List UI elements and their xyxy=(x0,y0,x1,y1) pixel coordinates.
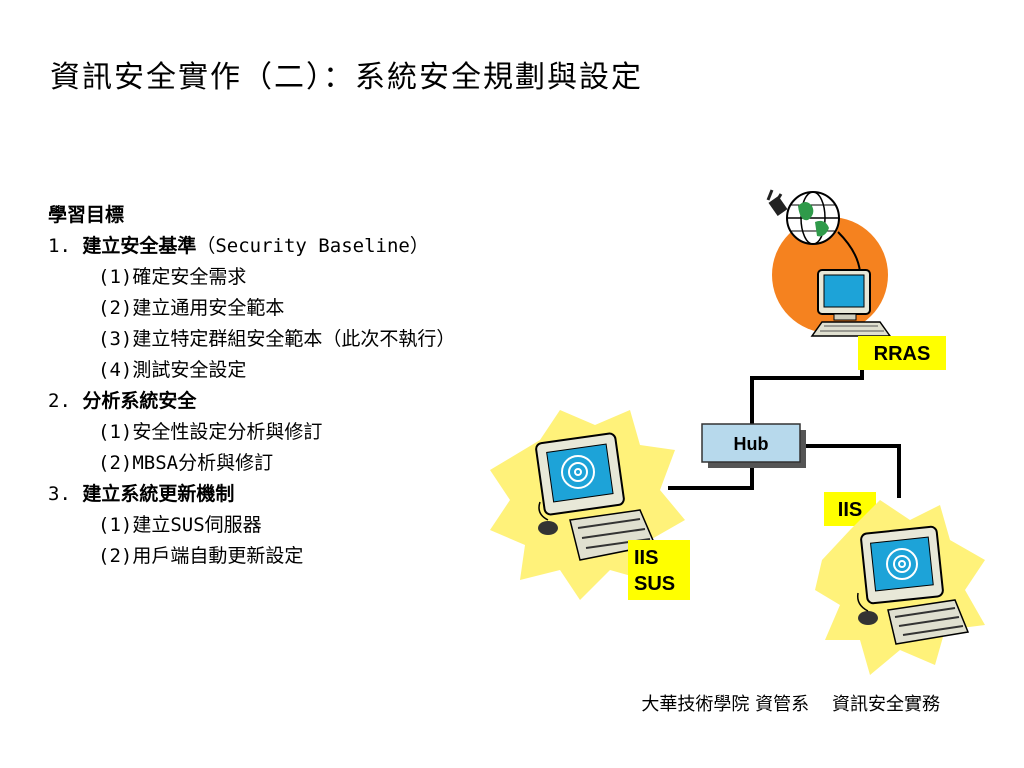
list-item: (2)MBSA分析與修訂 xyxy=(98,452,274,474)
section-label: 分析系統安全 xyxy=(82,390,197,412)
hub-label: Hub xyxy=(734,434,769,454)
at-sign-icon xyxy=(561,455,595,489)
plug-icon xyxy=(766,189,861,273)
iis-sus-label-line2: SUS xyxy=(634,573,675,595)
iis-sus-label-box: IIS SUS xyxy=(628,540,690,600)
section-1: 1. 建立安全基準（Security Baseline） xyxy=(48,231,455,262)
mouse-icon xyxy=(538,521,558,535)
cable-rras-hub xyxy=(750,340,864,426)
learning-objectives: 學習目標 1. 建立安全基準（Security Baseline） (1)確定安… xyxy=(48,200,455,572)
rras-label-box: RRAS xyxy=(858,336,946,370)
section-label: 建立系統更新機制 xyxy=(82,483,235,505)
globe-icon xyxy=(786,191,840,245)
monitor-icon xyxy=(810,269,892,337)
footer-school: 大華技術學院 xyxy=(641,694,750,715)
list-item: (2)用戶端自動更新設定 xyxy=(98,545,304,567)
section-2: 2. 分析系統安全 xyxy=(48,386,455,417)
section-suffix: （Security Baseline） xyxy=(196,235,429,257)
iis-computer-icon xyxy=(815,500,985,675)
mouse-icon xyxy=(858,611,878,625)
list-item: (1)安全性設定分析與修訂 xyxy=(98,421,323,443)
section-number: 1. xyxy=(48,235,71,257)
section-3: 3. 建立系統更新機制 xyxy=(48,479,455,510)
hub-box: Hub xyxy=(701,423,806,468)
list-item: (2)建立通用安全範本 xyxy=(98,297,285,319)
list-item: (1)確定安全需求 xyxy=(98,266,247,288)
iis-sus-label-line1: IIS xyxy=(634,547,658,569)
footer-course: 資訊安全實務 xyxy=(832,694,940,715)
list-item: (1)建立SUS伺服器 xyxy=(98,514,262,536)
footer-dept: 資管系 xyxy=(755,694,810,715)
list-item: (4)測試安全設定 xyxy=(98,359,247,381)
rras-computer-icon xyxy=(766,189,892,337)
slide-footer: 大華技術學院 資管系 資訊安全實務 xyxy=(641,690,940,716)
section-label: 建立安全基準 xyxy=(82,235,197,257)
slide-title: 資訊安全實作（二）：系統安全規劃與設定 xyxy=(50,60,643,95)
iis-label: IIS xyxy=(838,499,862,521)
outline-heading: 學習目標 xyxy=(48,204,125,226)
section-number: 3. xyxy=(48,483,71,505)
rras-label: RRAS xyxy=(874,343,931,365)
list-item: (3)建立特定群組安全範本（此次不執行） xyxy=(98,328,456,350)
at-sign-icon xyxy=(886,548,918,580)
section-number: 2. xyxy=(48,390,71,412)
cable-hub-iissus xyxy=(668,466,754,490)
cable-hub-iis xyxy=(806,444,901,498)
